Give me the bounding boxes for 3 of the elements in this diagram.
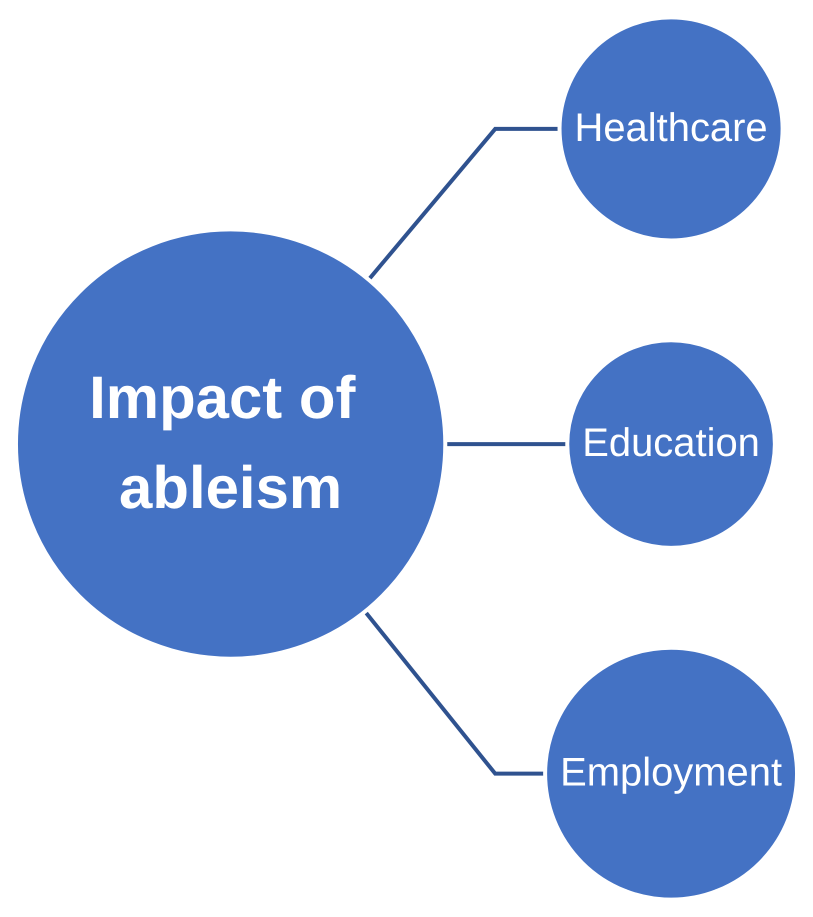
connector: [367, 126, 560, 281]
connector: [363, 610, 546, 776]
connector: [445, 442, 568, 446]
